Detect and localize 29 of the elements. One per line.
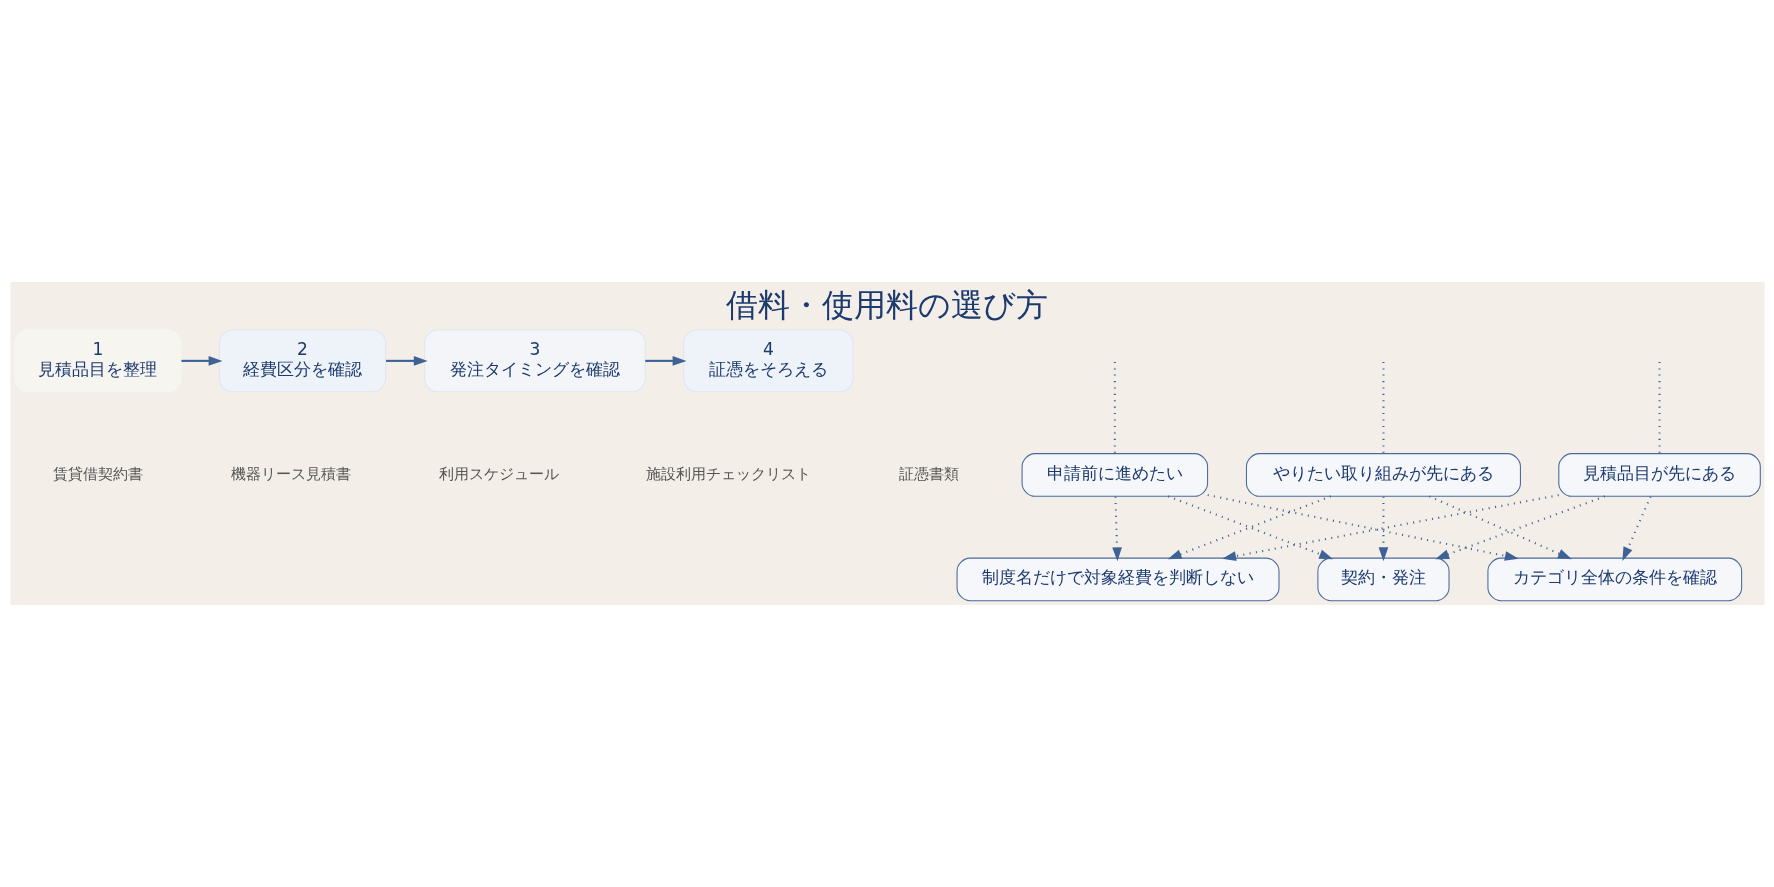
arrow <box>1378 496 1388 562</box>
arrow <box>644 356 686 366</box>
arrow <box>1221 494 1559 561</box>
node-box: 制度名だけで対象経費を判断しない <box>956 557 1280 602</box>
connector <box>1113 362 1116 454</box>
label: 賃貸借契約書 <box>52 464 143 483</box>
node-box: 3 発注タイミングを確認 <box>423 329 646 393</box>
connector <box>1658 362 1661 454</box>
label: 機器リース見積書 <box>230 464 351 483</box>
arrow <box>1621 496 1651 561</box>
arrow <box>385 356 428 366</box>
node-box: 4 証憑をそろえる <box>682 329 854 393</box>
arrow <box>1207 493 1519 561</box>
arrow <box>1434 495 1605 560</box>
arrow <box>180 356 222 366</box>
node-box: 2 経費区分を確認 <box>218 329 386 393</box>
label: 施設利用チェックリスト <box>645 464 811 483</box>
arrow <box>1111 496 1122 562</box>
label: 証憑書類 <box>898 464 959 483</box>
node-box: 申請前に進めたい <box>1021 453 1208 497</box>
node-box: やりたい取り組みが先にある <box>1245 453 1521 497</box>
node-box: カテゴリ全体の条件を確認 <box>1486 557 1742 602</box>
label: 利用スケジュール <box>438 464 559 483</box>
arrow <box>1428 495 1572 560</box>
connector <box>1381 362 1385 454</box>
diagram-title: 借料・使用料の選び方 <box>726 286 1048 325</box>
node-box: 契約・発注 <box>1316 557 1450 602</box>
node-box: 1 見積品目を整理 <box>13 329 182 393</box>
node-box: 見積品目が先にある <box>1557 453 1761 497</box>
